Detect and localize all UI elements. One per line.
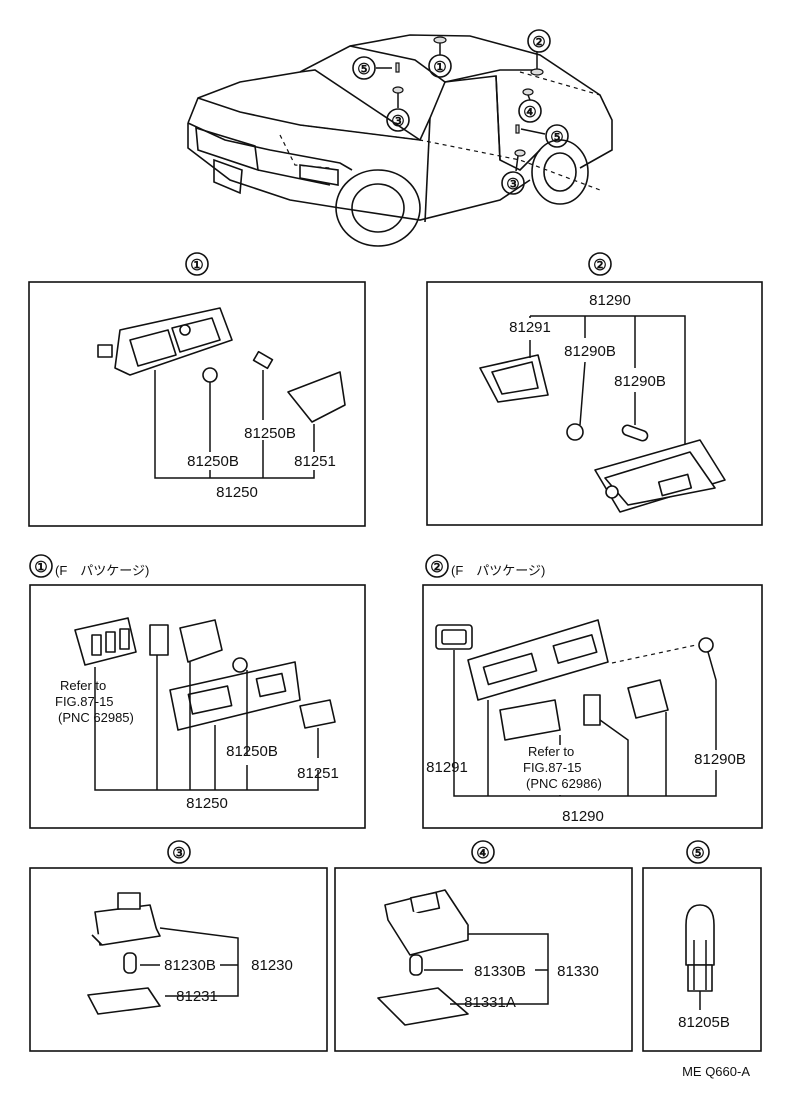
label-81205B: 81205B <box>678 1014 730 1031</box>
panel-4-callout: ④ <box>476 845 489 862</box>
socket-part-2 <box>627 679 669 719</box>
panel-2f-callout: ② <box>430 559 443 576</box>
bulb-81290B-f <box>698 637 714 653</box>
label-81250B: 81250B <box>187 453 239 470</box>
panel-5-callout: ⑤ <box>691 845 704 862</box>
bulb-81250B-b <box>252 350 274 370</box>
label-81291-f: 81291 <box>426 759 468 776</box>
panel-1f-frame <box>29 584 366 829</box>
bezel-part-2 <box>467 619 609 701</box>
figure-code: ME Q660-A <box>682 1064 750 1079</box>
overview-callout-2 <box>527 29 551 53</box>
overview-callout-4 <box>518 99 542 123</box>
overview-callout-3a <box>386 108 410 132</box>
overview-callout-4-label: ④ <box>523 104 536 121</box>
panel-2f-ref-line-1: Refer to <box>528 744 574 759</box>
label-81290B-f: 81290B <box>694 751 746 768</box>
label-81231: 81231 <box>176 988 218 1005</box>
panel-2f-caption: (F パツケージ) <box>451 563 545 578</box>
overview-callout-2-label: ② <box>532 34 545 51</box>
panel-2f-frame <box>422 584 763 829</box>
panel-1-callout: ① <box>190 257 203 274</box>
switch-part-2 <box>499 699 561 741</box>
panel-1f-ref-line-3: (PNC 62985) <box>58 710 134 725</box>
lens-81251-f <box>299 699 336 729</box>
panel-2f-ref-line-2: FIG.87-15 <box>523 760 582 775</box>
panel-4-frame <box>334 867 633 1052</box>
bulb-81250B-a <box>202 367 218 383</box>
overview-callout-5b <box>545 124 569 148</box>
panel-2-callout: ② <box>593 257 606 274</box>
bulb-81290B-b <box>621 424 649 442</box>
label-81250: 81250 <box>216 484 258 501</box>
overview-callout-5a-label: ⑤ <box>357 61 370 78</box>
label-81290-f: 81290 <box>562 808 604 825</box>
panel-3-callout: ③ <box>172 845 185 862</box>
panel-5-frame <box>642 867 762 1052</box>
label-81250B-top: 81250B <box>244 425 296 442</box>
panel-1-frame <box>28 281 366 527</box>
overview-callout-5a <box>352 56 376 80</box>
bulb-81330B <box>409 954 423 976</box>
panel-1f-ref-line-2: FIG.87-15 <box>55 694 114 709</box>
lens-81231 <box>87 987 161 1015</box>
label-81290: 81290 <box>589 292 631 309</box>
label-81251-f: 81251 <box>297 765 339 782</box>
lens-81331A <box>377 987 469 1026</box>
label-81230: 81230 <box>251 957 293 974</box>
panel-1: ① 81250B 81250B 81251 81250 <box>28 252 366 527</box>
panel-4: ④ 81330B 81330 81331A <box>334 840 633 1052</box>
panel-2f: ② (F パツケージ) Refer to FIG.87-15 (PNC 6298… <box>422 554 763 829</box>
socket-part <box>179 619 223 663</box>
label-81230B: 81230B <box>164 957 216 974</box>
panel-2: ② 81290 81291 81290B 81290B <box>426 252 763 526</box>
overview-callout-3b-label: ③ <box>506 176 519 193</box>
bulb-81250B-f <box>232 657 248 673</box>
panel-1f-ref-line-1: Refer to <box>60 678 106 693</box>
label-81330B: 81330B <box>474 963 526 980</box>
bulb-81230B <box>123 952 137 974</box>
overview-callout-3a-label: ③ <box>391 113 404 130</box>
panel-1f: ① (F パツケージ) Refer to FIG.87-15 (PNC 6298… <box>29 554 366 829</box>
panel-3: ③ 81230B 81230 81231 <box>29 840 328 1052</box>
label-81251: 81251 <box>294 453 336 470</box>
label-81250-f: 81250 <box>186 795 228 812</box>
lens-81251 <box>287 371 346 423</box>
overview-callout-1-label: ① <box>433 59 446 76</box>
car-overview: ⑤ ① ② ④ ③ ⑤ ③ <box>187 29 613 247</box>
connector-part <box>149 624 169 656</box>
label-81290B-a: 81290B <box>564 343 616 360</box>
label-81250B-f: 81250B <box>226 743 278 760</box>
panel-2-frame <box>426 281 763 526</box>
label-81330: 81330 <box>557 963 599 980</box>
label-81331A: 81331A <box>464 994 516 1011</box>
overview-callout-5b-label: ⑤ <box>550 129 563 146</box>
label-81290B-b: 81290B <box>614 373 666 390</box>
panel-3-frame <box>29 867 328 1052</box>
label-81291: 81291 <box>509 319 551 336</box>
panel-2f-ref-line-3: (PNC 62986) <box>526 776 602 791</box>
panel-1f-caption: (F パツケージ) <box>55 563 149 578</box>
connector-part-2 <box>583 694 601 726</box>
overview-callout-1 <box>428 54 452 78</box>
bulb-81205B <box>685 904 715 966</box>
panel-1f-callout: ① <box>34 559 47 576</box>
panel-5: ⑤ 81205B <box>642 840 762 1052</box>
bulb-81290B-a <box>566 423 584 441</box>
overview-callout-3b <box>501 171 525 195</box>
